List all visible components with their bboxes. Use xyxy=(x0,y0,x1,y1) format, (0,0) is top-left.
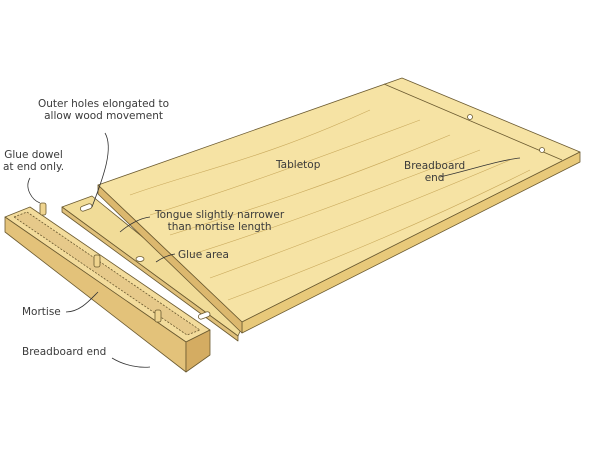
label-glue-area: Glue area xyxy=(178,249,229,261)
label-breadboard-end-left: Breadboard end xyxy=(22,346,107,358)
peg-hole xyxy=(467,114,473,120)
label-line: Breadboard xyxy=(404,160,466,172)
center-hole xyxy=(135,256,145,262)
label-tabletop: Tabletop xyxy=(276,159,321,171)
elongated-hole-front xyxy=(197,311,211,320)
dowels xyxy=(39,202,162,323)
label-glue-dowel: Glue dowel at end only. xyxy=(3,149,64,173)
label-line: allow wood movement xyxy=(44,110,163,122)
label-tongue: Tongue slightly narrower than mortise le… xyxy=(155,209,284,233)
leader-lines xyxy=(27,132,521,368)
label-line: than mortise length xyxy=(167,221,272,233)
loose-breadboard-end xyxy=(185,329,211,373)
elongated-hole-back xyxy=(79,203,93,212)
label-line: at end only. xyxy=(3,161,65,173)
label-line: end xyxy=(424,172,445,184)
peg-hole xyxy=(539,147,545,153)
label-breadboard-end-right: Breadboard end xyxy=(404,160,465,184)
tongue-edge xyxy=(61,206,239,342)
mortise xyxy=(13,211,201,336)
label-line: Tongue slightly narrower xyxy=(155,209,285,221)
label-line: Glue dowel xyxy=(4,149,63,161)
wood-grain xyxy=(129,109,531,301)
label-outer-holes: Outer holes elongated to allow wood move… xyxy=(38,98,169,122)
label-mortise: Mortise xyxy=(22,306,61,318)
label-line: Outer holes elongated to xyxy=(38,98,170,110)
breadboard-seam xyxy=(383,83,563,161)
